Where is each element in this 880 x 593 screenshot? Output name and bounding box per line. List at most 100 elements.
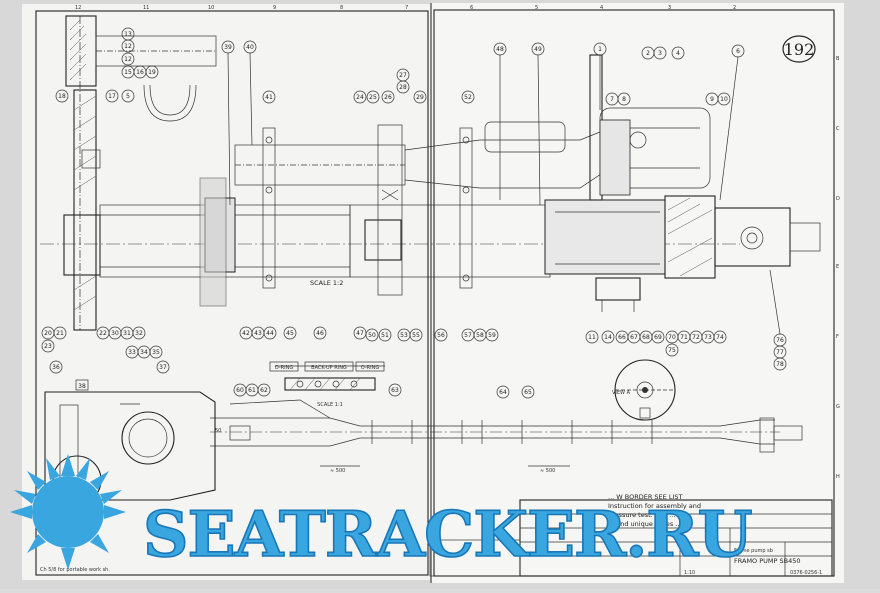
balloon-label: 26 bbox=[384, 94, 392, 101]
balloon-label: 47 bbox=[356, 330, 364, 337]
grid-number: 3 bbox=[668, 5, 671, 11]
drawing-title: FRAMO PUMP SB450 bbox=[734, 557, 801, 565]
balloon-label: 18 bbox=[58, 93, 66, 100]
grid-number: 8 bbox=[340, 5, 343, 11]
balloon-label: 77 bbox=[776, 349, 784, 356]
balloon-label: 39 bbox=[224, 44, 232, 51]
sun-logo-icon bbox=[10, 454, 126, 570]
balloon-label: 40 bbox=[246, 44, 254, 51]
top-grid-numbers: 12 11 10 9 8 7 6 5 4 3 2 bbox=[75, 5, 736, 11]
drawing-number: 0376-0256-1 bbox=[790, 570, 822, 576]
handwritten-sheet-number: 192 bbox=[782, 35, 816, 63]
watermark-outline: SEATRACKER.RU bbox=[143, 497, 752, 571]
dimension-label: 50 bbox=[215, 428, 221, 434]
balloon-label: 12 bbox=[124, 43, 132, 50]
balloon-label: 53 bbox=[400, 332, 408, 339]
grid-letter: F bbox=[836, 334, 839, 340]
balloon-label: 12 bbox=[124, 56, 132, 63]
balloon-label: 41 bbox=[265, 94, 273, 101]
balloon-label: 70 bbox=[668, 334, 676, 341]
o-ring-label: O-RING bbox=[361, 365, 380, 371]
balloon-label: 36 bbox=[52, 364, 60, 371]
left-border-frame bbox=[35, 10, 429, 576]
balloon-label: 9 bbox=[710, 96, 714, 103]
balloon-label: 67 bbox=[630, 334, 638, 341]
seal-detail: O-RING BACK-UP RING O-RING SCALE 1:1 bbox=[269, 361, 385, 408]
balloon-label: 43 bbox=[254, 330, 262, 337]
balloon-label: 65 bbox=[524, 389, 532, 396]
balloon-label: 3 bbox=[658, 50, 662, 57]
balloon-label: 22 bbox=[99, 330, 107, 337]
balloon-callouts: 13 12 12 15 16 19 18 17 5 20 21 23 22 30… bbox=[41, 27, 787, 399]
balloon-label: 15 bbox=[124, 69, 132, 76]
balloon-label: 21 bbox=[56, 330, 64, 337]
svg-text:192: 192 bbox=[784, 40, 815, 59]
grid-number: 5 bbox=[535, 5, 538, 11]
balloon-label: 4 bbox=[676, 50, 680, 57]
balloon-label: 30 bbox=[111, 330, 119, 337]
grid-number: 10 bbox=[208, 5, 214, 11]
grid-number: 12 bbox=[75, 5, 81, 11]
view-a: VIEW A bbox=[612, 359, 676, 421]
balloon-label: 5 bbox=[126, 93, 130, 100]
pump-head-bolting bbox=[595, 277, 641, 312]
scale-label: SCALE 1:2 bbox=[310, 279, 343, 287]
grid-number: 9 bbox=[273, 5, 276, 11]
grid-letter: B bbox=[836, 56, 840, 62]
balloon-label: 14 bbox=[604, 334, 612, 341]
balloon-label: 75 bbox=[668, 347, 676, 354]
seatracker-watermark: SEATRACKER.RU SEATRACKER.RU bbox=[10, 454, 753, 572]
balloon-label: 66 bbox=[618, 334, 626, 341]
grid-letter: G bbox=[836, 404, 840, 410]
balloon-label: 27 bbox=[399, 72, 407, 79]
balloon-label: 64 bbox=[499, 389, 507, 396]
corner-note: Ch 5/8 for portable work sh. bbox=[40, 567, 110, 573]
balloon-label: 52 bbox=[464, 94, 472, 101]
watermark-text: SEATRACKER.RU bbox=[143, 497, 752, 571]
balloon-label: 2 bbox=[646, 50, 650, 57]
grid-number: 11 bbox=[143, 5, 149, 11]
title-note: ... and unique cases ... bbox=[608, 520, 682, 528]
o-ring-label: O-RING bbox=[275, 365, 294, 371]
grid-letter: C bbox=[836, 126, 840, 132]
balloon-label: 29 bbox=[416, 94, 424, 101]
balloon-label: 45 bbox=[286, 330, 294, 337]
balloon-label: 46 bbox=[316, 330, 324, 337]
grid-number: 7 bbox=[405, 5, 408, 11]
balloon-label: 23 bbox=[44, 343, 52, 350]
balloon-label: 56 bbox=[437, 332, 445, 339]
view-label: VIEW A bbox=[612, 390, 631, 396]
balloon-label: 76 bbox=[776, 337, 784, 344]
balloon-label: 7 bbox=[610, 96, 614, 103]
balloon-label: 68 bbox=[642, 334, 650, 341]
grid-number: 2 bbox=[733, 5, 736, 11]
balloon-label: 6 bbox=[736, 48, 740, 55]
balloon-label: 38 bbox=[78, 383, 86, 390]
grid-number: 6 bbox=[470, 5, 473, 11]
balloon-label: 42 bbox=[242, 330, 250, 337]
sheet-name: Frame pump sb bbox=[734, 548, 773, 554]
title-note: Instruction for assembly and bbox=[608, 502, 701, 510]
balloon-label: 58 bbox=[476, 332, 484, 339]
balloon-label: 17 bbox=[108, 93, 116, 100]
leader-lines bbox=[227, 52, 781, 335]
balloon-label: 60 bbox=[236, 387, 244, 394]
right-page bbox=[432, 3, 844, 583]
balloon-label: 10 bbox=[720, 96, 728, 103]
balloon-label: 16 bbox=[136, 69, 144, 76]
balloon-label: 33 bbox=[128, 349, 136, 356]
dimension-label: ≈ 500 bbox=[330, 468, 345, 474]
dimension-label: ≈ 500 bbox=[540, 468, 555, 474]
grid-number: 4 bbox=[600, 5, 603, 11]
balloon-label: 1 bbox=[598, 46, 602, 53]
grid-letter: E bbox=[836, 264, 839, 270]
pipe-clamps bbox=[262, 124, 473, 296]
balloon-label: 49 bbox=[534, 46, 542, 53]
balloon-label: 51 bbox=[381, 332, 389, 339]
balloon-label: 28 bbox=[399, 84, 407, 91]
balloon-label: 78 bbox=[776, 361, 784, 368]
balloon-label: 63 bbox=[391, 387, 399, 394]
balloon-label: 35 bbox=[152, 349, 160, 356]
